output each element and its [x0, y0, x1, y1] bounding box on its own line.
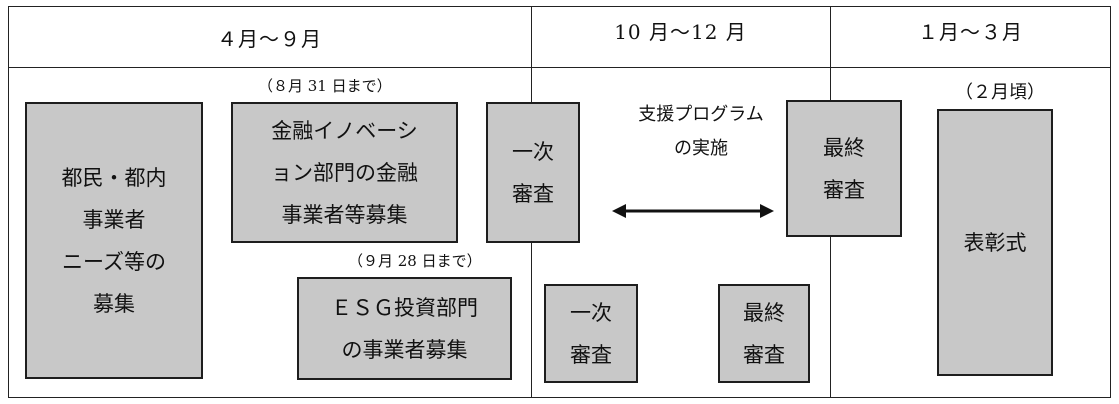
esg-recruitment-label: ＥＳＧ投資部門 の事業者募集: [331, 295, 478, 362]
award-ceremony-box: 表彰式: [937, 109, 1053, 376]
deadline-esg-note: （９月 28 日まで）: [348, 252, 482, 270]
schedule-table: [8, 6, 1111, 398]
first-review-label-bottom: 一次 審査: [570, 300, 612, 367]
double-arrow-icon: [612, 204, 774, 218]
finance-innovation-label: 金融イノベーシ ョン部門の金融 事業者等募集: [271, 118, 418, 227]
support-program-label: 支援プログラム の実施: [638, 104, 764, 159]
final-review-box-top: 最終 審査: [786, 100, 902, 237]
finance-innovation-recruitment-box: 金融イノベーシ ョン部門の金融 事業者等募集: [231, 102, 458, 243]
deadline-finance-note: （８月 31 日まで）: [258, 77, 392, 95]
citizen-needs-label: 都民・都内 事業者 ニーズ等の 募集: [61, 165, 167, 316]
first-review-box-top: 一次 審査: [486, 102, 580, 243]
award-timing-note: （２月頃）: [955, 82, 1045, 103]
header-divider: [8, 67, 1111, 68]
first-review-label-top: 一次 審査: [512, 139, 554, 206]
esg-recruitment-box: ＥＳＧ投資部門 の事業者募集: [297, 277, 512, 380]
final-review-label-bottom: 最終 審査: [743, 300, 785, 367]
final-review-box-bottom: 最終 審査: [718, 284, 810, 383]
header-oct-dec: 10 月～12 月: [614, 19, 747, 44]
final-review-label-top: 最終 審査: [823, 135, 865, 202]
first-review-box-bottom: 一次 審査: [544, 284, 638, 383]
citizen-needs-recruitment-box: 都民・都内 事業者 ニーズ等の 募集: [25, 102, 203, 379]
header-jan-mar: １月～３月: [918, 19, 1023, 44]
award-ceremony-label: 表彰式: [963, 230, 1027, 255]
header-apr-sep: ４月～９月: [217, 27, 322, 51]
